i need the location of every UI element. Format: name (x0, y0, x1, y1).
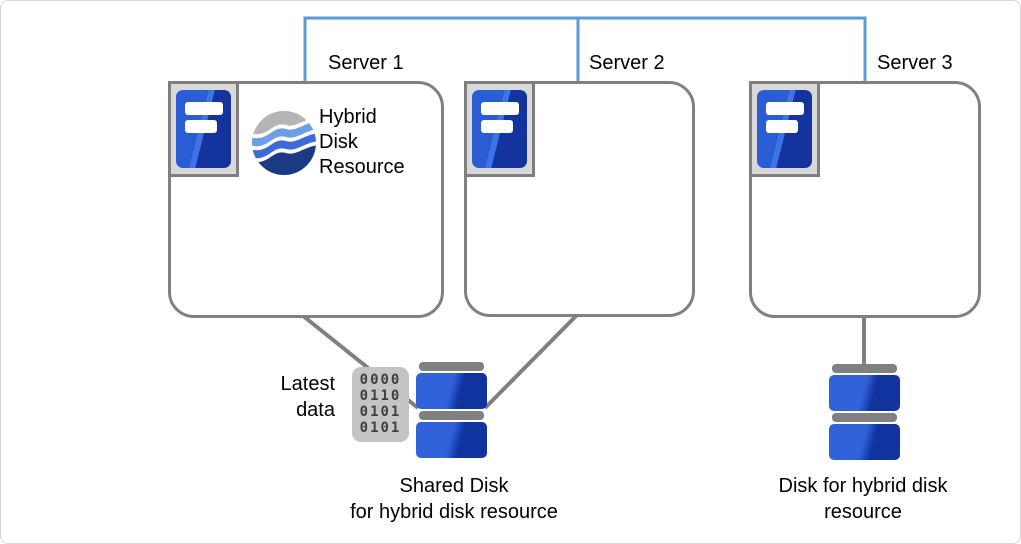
hybrid-resource-line: Hybrid (319, 106, 377, 128)
binary-row: 0101 (359, 420, 402, 436)
disk-platter (829, 375, 900, 411)
caption-line: for hybrid disk resource (350, 501, 558, 523)
server-tower-shape (472, 90, 527, 168)
shared-disk-icon (416, 362, 487, 460)
latest-data-line: Latest (280, 373, 335, 395)
binary-row: 0110 (359, 388, 402, 404)
server3-label: Server 3 (877, 52, 953, 74)
latest-data-label: Latest data (235, 371, 335, 423)
server-slot (481, 120, 513, 133)
disk-cap (419, 411, 484, 420)
disk-platter (829, 424, 900, 460)
server-tower-shape (176, 90, 231, 168)
server-slot (766, 120, 798, 133)
hybrid-disk-icon (829, 364, 900, 462)
server2-to-shared-disk-line (483, 313, 579, 410)
server-tower-shape (757, 90, 812, 168)
disk-platter (416, 422, 487, 458)
caption-line: resource (824, 501, 902, 523)
caption-line: Disk for hybrid disk (778, 475, 948, 497)
binary-row: 0101 (359, 404, 402, 420)
hybrid-disk-resource-label: Hybrid Disk Resource (319, 105, 405, 180)
server2-icon (464, 81, 535, 177)
latest-data-line: data (296, 399, 335, 421)
server3-icon (749, 81, 820, 177)
server1-icon (168, 81, 239, 177)
hybrid-disk-resource-icon (252, 111, 316, 175)
caption-line: Shared Disk (399, 475, 509, 497)
binary-data-icon: 0000 0110 0101 0101 (352, 367, 409, 442)
server1-label: Server 1 (328, 52, 404, 74)
hybrid-disk-caption: Disk for hybrid disk resource (743, 473, 983, 525)
disk-cap (832, 413, 897, 422)
disk-cap (832, 364, 897, 373)
binary-row: 0000 (359, 372, 402, 388)
server-slot (185, 120, 217, 133)
server-slot (766, 102, 804, 115)
hybrid-resource-line: Disk (319, 131, 358, 153)
server2-box (464, 81, 695, 317)
shared-disk-caption: Shared Disk for hybrid disk resource (314, 473, 594, 525)
hybrid-resource-line: Resource (319, 156, 405, 178)
server2-label: Server 2 (589, 52, 665, 74)
disk-platter (416, 373, 487, 409)
server-slot (481, 102, 519, 115)
disk-cap (419, 362, 484, 371)
server-slot (185, 102, 223, 115)
